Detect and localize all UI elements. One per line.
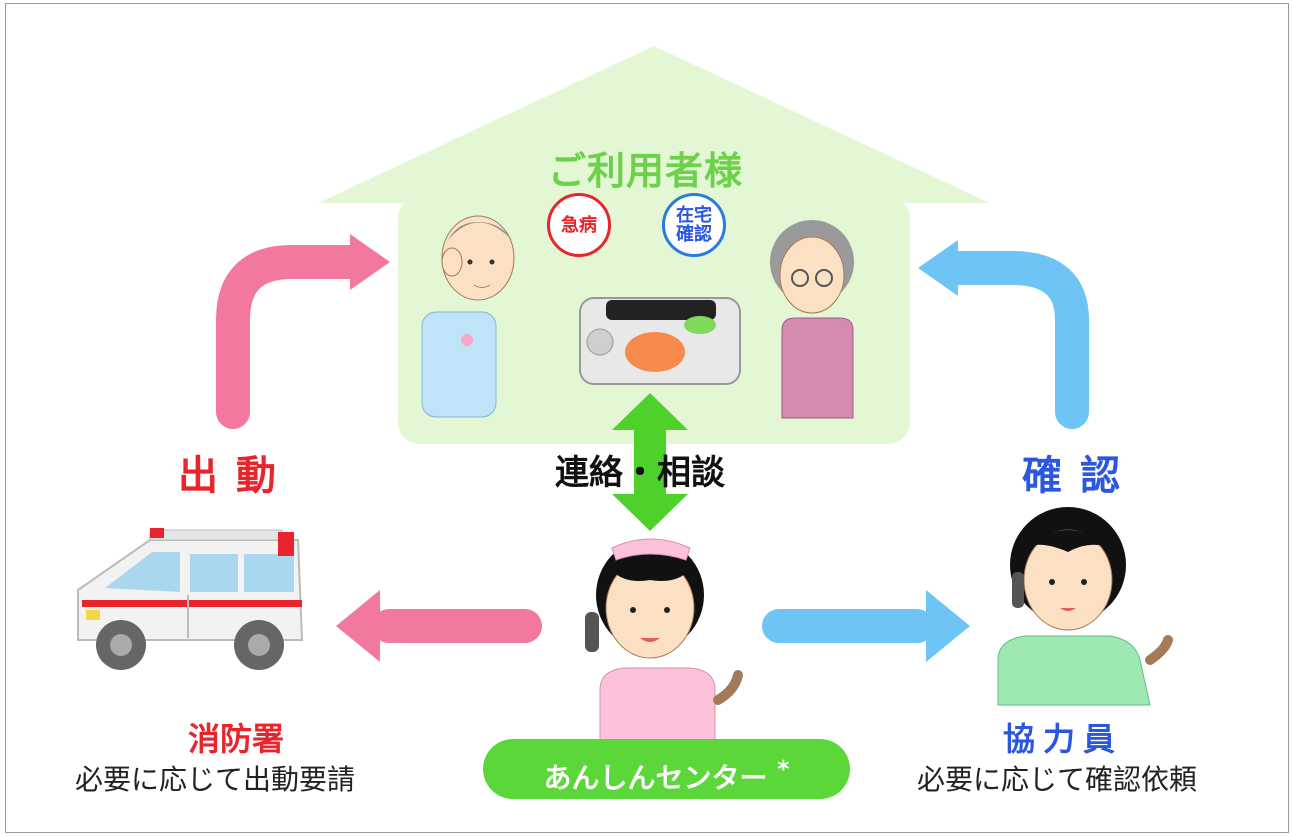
home-check-line1: 在宅 xyxy=(676,205,712,226)
fire-station-label: 消防署 xyxy=(188,720,285,758)
cooperator-label: 協力員 xyxy=(1003,720,1124,758)
elderly-man-illustration xyxy=(421,215,515,418)
home-check-badge-text: 在宅 確認 xyxy=(676,206,712,244)
pink-arrow-up-left xyxy=(216,234,390,429)
anshin-center-label: あんしんセンター xyxy=(543,761,768,795)
contact-label: 連絡・相談 xyxy=(555,453,725,493)
elderly-woman-illustration xyxy=(770,220,854,419)
anshin-center-mark: * xyxy=(777,755,790,783)
house-title: ご利用者様 xyxy=(548,149,744,193)
green-double-arrow xyxy=(612,393,688,531)
emergency-device-illustration xyxy=(579,297,741,385)
emergency-badge: 急病 xyxy=(547,193,611,257)
fire-station-desc: 必要に応じて出動要請 xyxy=(75,763,356,796)
anshin-center-pill: あんしんセンター * xyxy=(483,739,850,799)
cooperator-desc: 必要に応じて確認依頼 xyxy=(917,763,1198,796)
blue-arrow-right xyxy=(762,590,970,662)
pink-arrow-left xyxy=(336,590,542,662)
ambulance-illustration xyxy=(77,528,304,670)
confirm-label: 確認 xyxy=(1022,453,1138,499)
nurse-illustration xyxy=(585,538,743,746)
dispatch-label: 出動 xyxy=(178,453,294,499)
home-check-line2: 確認 xyxy=(676,224,712,245)
emergency-badge-text: 急病 xyxy=(561,214,597,236)
staff-illustration xyxy=(997,507,1173,706)
blue-arrow-up-right xyxy=(918,240,1089,429)
home-check-badge: 在宅 確認 xyxy=(662,193,726,257)
